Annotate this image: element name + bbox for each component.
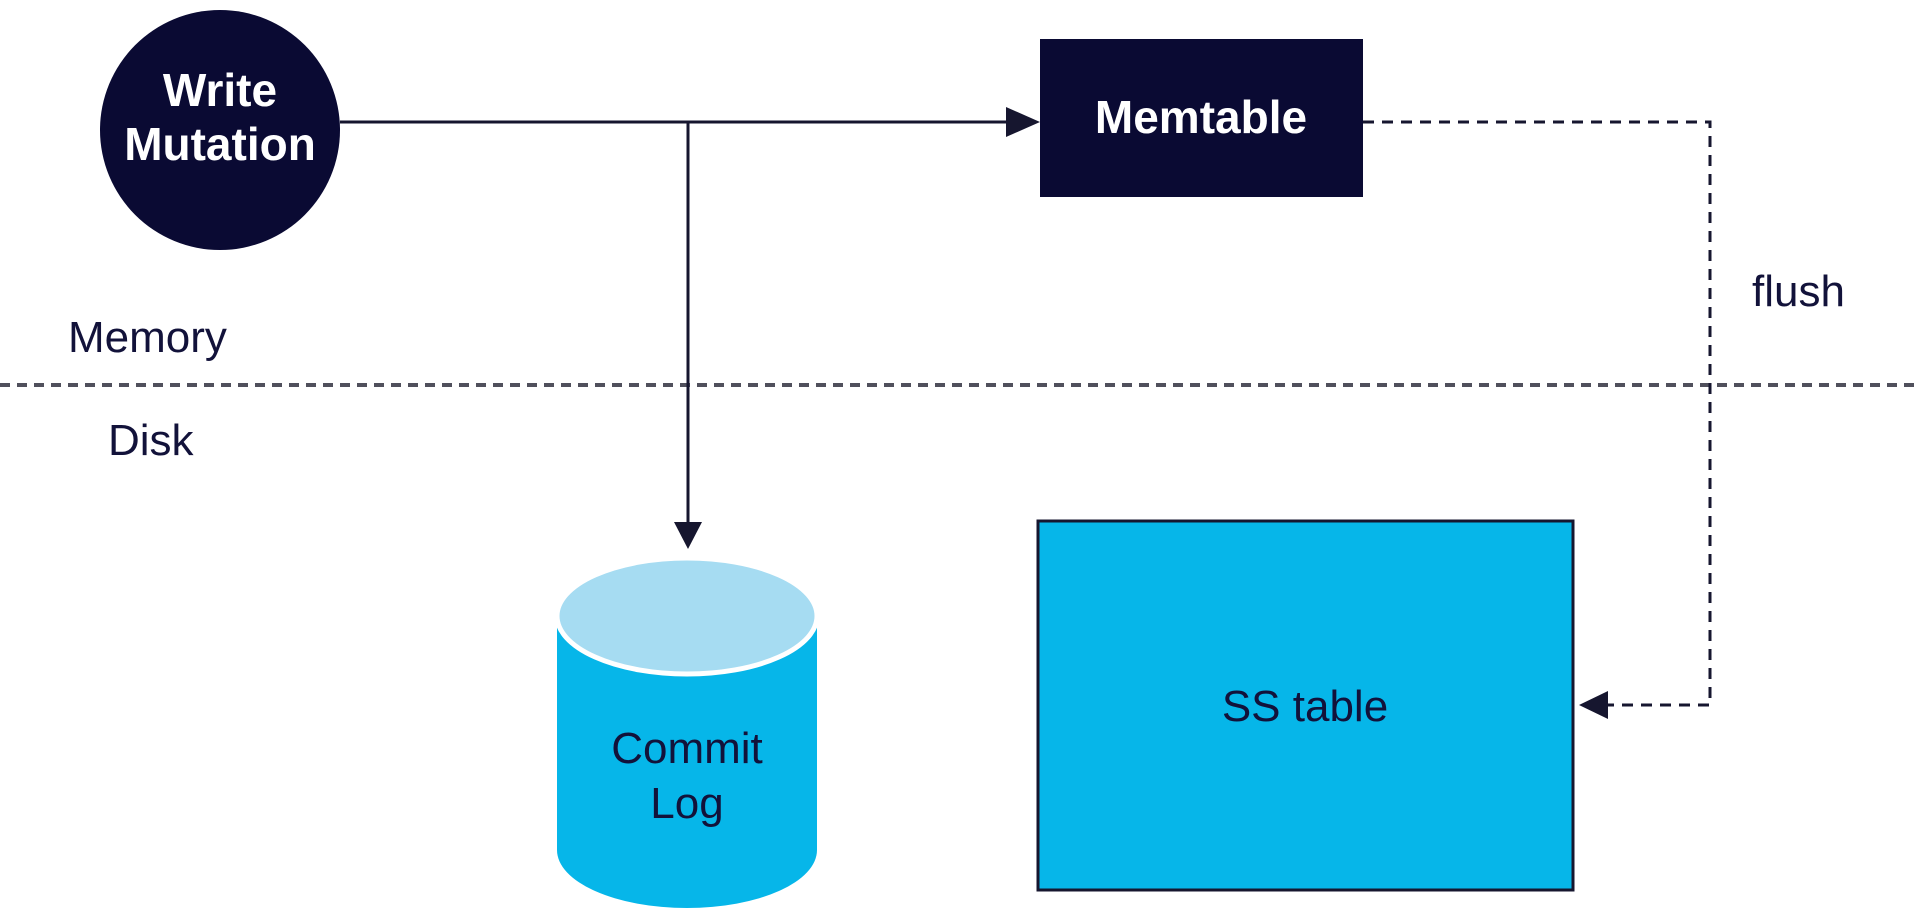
commit-log-label-line1: Commit — [611, 724, 763, 773]
edge-flush-path — [1363, 120, 1712, 707]
memtable-label: Memtable — [1095, 91, 1307, 143]
node-memtable: Memtable — [1040, 39, 1363, 197]
node-write-mutation: Write Mutation — [100, 10, 340, 250]
sstable-label: SS table — [1222, 682, 1388, 731]
commit-log-cylinder-top — [554, 555, 820, 677]
arrowhead-into-memtable-icon — [1006, 107, 1040, 137]
node-sstable: SS table — [1036, 519, 1575, 892]
memory-zone-label: Memory — [68, 313, 227, 362]
write-mutation-label-line2: Mutation — [124, 118, 316, 170]
disk-zone-label: Disk — [108, 416, 195, 465]
arrowhead-into-sstable-icon — [1579, 691, 1608, 719]
write-mutation-circle — [100, 10, 340, 250]
sstable-rect — [1036, 519, 1575, 892]
write-mutation-label-line1: Write — [163, 64, 277, 116]
flush-edge-label: flush — [1752, 267, 1845, 316]
node-commit-log: Commit Log — [554, 555, 820, 908]
commit-log-label-line2: Log — [650, 779, 723, 828]
arrowhead-into-commitlog-icon — [674, 522, 702, 549]
commit-log-cylinder-body — [557, 616, 817, 908]
memtable-rect — [1040, 39, 1363, 197]
